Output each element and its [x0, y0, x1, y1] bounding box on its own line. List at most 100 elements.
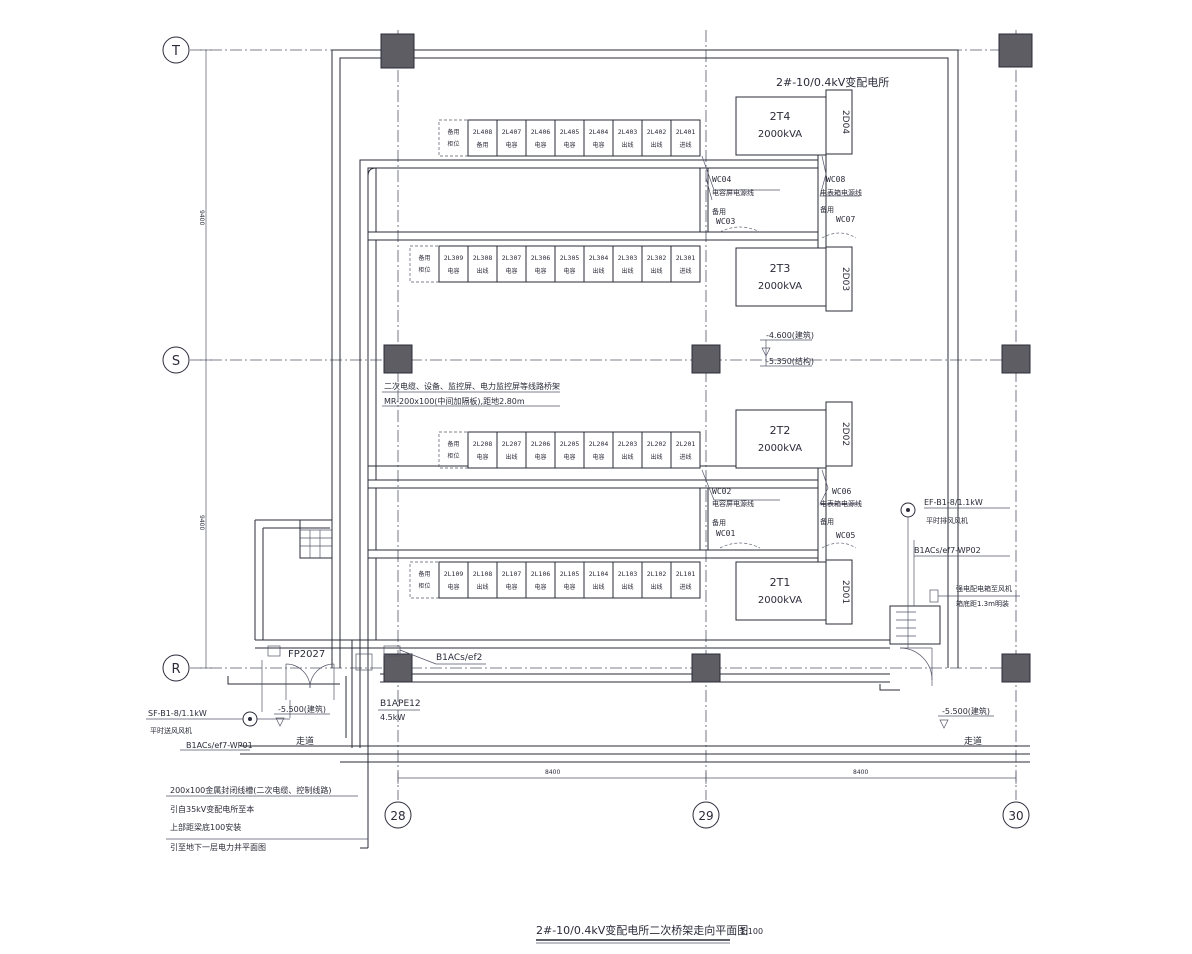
switchgear-spare-label: 柜位 — [418, 582, 430, 590]
elevation-mark-center — [760, 339, 812, 367]
cable-callouts-upper — [701, 155, 860, 239]
dim-bottom-right: 8400 — [853, 769, 868, 776]
switchgear-function: 备用 — [476, 141, 488, 149]
switchgear-cell — [496, 245, 527, 283]
switchgear-function: 出线 — [650, 141, 662, 149]
axis-bubble-30: 30 — [1002, 801, 1030, 829]
switchgear-cell — [467, 561, 498, 599]
switchgear-spare-cell — [438, 119, 469, 157]
switchgear-cell — [525, 431, 556, 469]
switchgear-function: 出线 — [650, 583, 662, 591]
switchgear-cell — [583, 245, 614, 283]
switchgear-cell — [525, 245, 556, 283]
switchgear-cell — [554, 431, 585, 469]
svg-text:29: 29 — [698, 809, 713, 823]
switchgear-code: 2L106 — [531, 570, 551, 578]
switchgear-cell — [641, 561, 672, 599]
switchgear-code: 2L203 — [618, 440, 638, 448]
switchgear-code: 2L206 — [531, 440, 551, 448]
switchgear-cell — [554, 245, 585, 283]
switchgear-function: 出线 — [592, 583, 604, 591]
switchgear-cell — [612, 245, 643, 283]
switchgear-code: 2L205 — [560, 440, 580, 448]
switchgear-spare-cell — [409, 561, 440, 599]
switchgear-cell — [670, 119, 701, 157]
switchgear-cell — [496, 561, 527, 599]
switchgear-function: 电容 — [534, 583, 546, 591]
dim-left-upper: 9400 — [198, 210, 205, 225]
ef-panel-note-2: 箱底距1.3m明装 — [956, 599, 1009, 608]
svg-text:2T2: 2T2 — [770, 424, 791, 437]
switchgear-code: 2L408 — [473, 128, 493, 136]
switchgear-function: 进线 — [679, 267, 691, 275]
switchgear-cell — [641, 119, 672, 157]
switchgear-function: 进线 — [679, 453, 691, 461]
switchgear-cell — [496, 431, 527, 469]
switchgear-code: 2L304 — [589, 254, 609, 262]
svg-text:R: R — [171, 662, 180, 677]
drawing-title: 2#-10/0.4kV变配电所二次桥架走向平面图 — [536, 923, 748, 937]
switchgear-row: 备用柜位2L309电容2L308出线2L307电容2L306电容2L305电容2… — [409, 245, 701, 283]
switchgear-cell — [525, 119, 556, 157]
switchgear-row: 备用柜位2L208电容2L207出线2L206电容2L205电容2L204电容2… — [438, 431, 701, 469]
fp-label: FP2027 — [288, 649, 325, 660]
note-source: 引自35kV变配电所至本 — [170, 804, 254, 814]
switchgear-code: 2L308 — [473, 254, 493, 262]
switchgear-code: 2L105 — [560, 570, 580, 578]
switchgear-code: 2L104 — [589, 570, 609, 578]
switchgear-function: 电容 — [534, 267, 546, 275]
axis-bubble-t: T — [162, 36, 190, 64]
switchgear-function: 出线 — [621, 453, 633, 461]
elevation-mark-left — [274, 713, 330, 727]
svg-text:S: S — [172, 354, 180, 369]
switchgear-code: 2L403 — [618, 128, 638, 136]
axis-bubble-29: 29 — [692, 801, 720, 829]
switchgear-function: 电容 — [505, 583, 517, 591]
svg-text:2000kVA: 2000kVA — [758, 443, 802, 454]
stair-left — [299, 519, 333, 559]
wc08-label: WC08 — [826, 175, 845, 184]
switchgear-function: 电容 — [476, 453, 488, 461]
cable-callouts-lower — [701, 469, 860, 549]
switchgear-code: 2L305 — [560, 254, 580, 262]
svg-text:2T1: 2T1 — [770, 576, 791, 589]
svg-text:30: 30 — [1008, 809, 1023, 823]
switchgear-row: 备用柜位2L408备用2L407电容2L406电容2L405电容2L404电容2… — [438, 119, 701, 157]
switchgear-spare-label: 备用 — [447, 440, 459, 448]
switchgear-cell — [670, 245, 701, 283]
wc01-label: WC01 — [716, 529, 735, 538]
tray-size: MR-200x100(中间加隔板),距地2.80m — [384, 396, 525, 406]
svg-text:2000kVA: 2000kVA — [758, 595, 802, 606]
switchgear-code: 2L201 — [676, 440, 696, 448]
switchgear-code: 2L402 — [647, 128, 667, 136]
switchgear-spare-cell — [409, 245, 440, 283]
switchgear-function: 进线 — [679, 583, 691, 591]
switchgear-function: 电容 — [505, 267, 517, 275]
structural-columns — [380, 33, 1033, 683]
switchgear-function: 电容 — [592, 453, 604, 461]
switchgear-cell — [670, 561, 701, 599]
wc06-label: WC06 — [832, 487, 851, 496]
note-tray: 200x100金属封闭线槽(二次电缆、控制线路) — [170, 785, 332, 795]
switchgear-code: 2L301 — [676, 254, 696, 262]
sf-fan-desc: 平时送风风机 — [150, 726, 192, 735]
wc08-desc: 电表箱电源线 — [820, 188, 862, 197]
exhaust-fan-symbol — [900, 502, 1010, 648]
switchgear-code: 2L401 — [676, 128, 696, 136]
switchgear-code: 2L307 — [502, 254, 522, 262]
switchgear-cell — [554, 119, 585, 157]
corridor-left-label: 走道 — [296, 735, 314, 747]
switchgear-function: 出线 — [592, 267, 604, 275]
switchgear-function: 出线 — [650, 453, 662, 461]
room-title: 2#-10/0.4kV变配电所 — [776, 75, 889, 89]
switchgear-code: 2L101 — [676, 570, 696, 578]
stair-right — [889, 589, 941, 686]
switchgear-row: 备用柜位2L109电容2L108出线2L107电容2L106电容2L105电容2… — [409, 561, 701, 599]
switchgear-code: 2L309 — [444, 254, 464, 262]
switchgear-function: 电容 — [563, 267, 575, 275]
ef-panel-note-1: 强电配电箱至风机 — [956, 584, 1012, 593]
switchgear-spare-cell — [438, 431, 469, 469]
svg-text:28: 28 — [390, 809, 405, 823]
